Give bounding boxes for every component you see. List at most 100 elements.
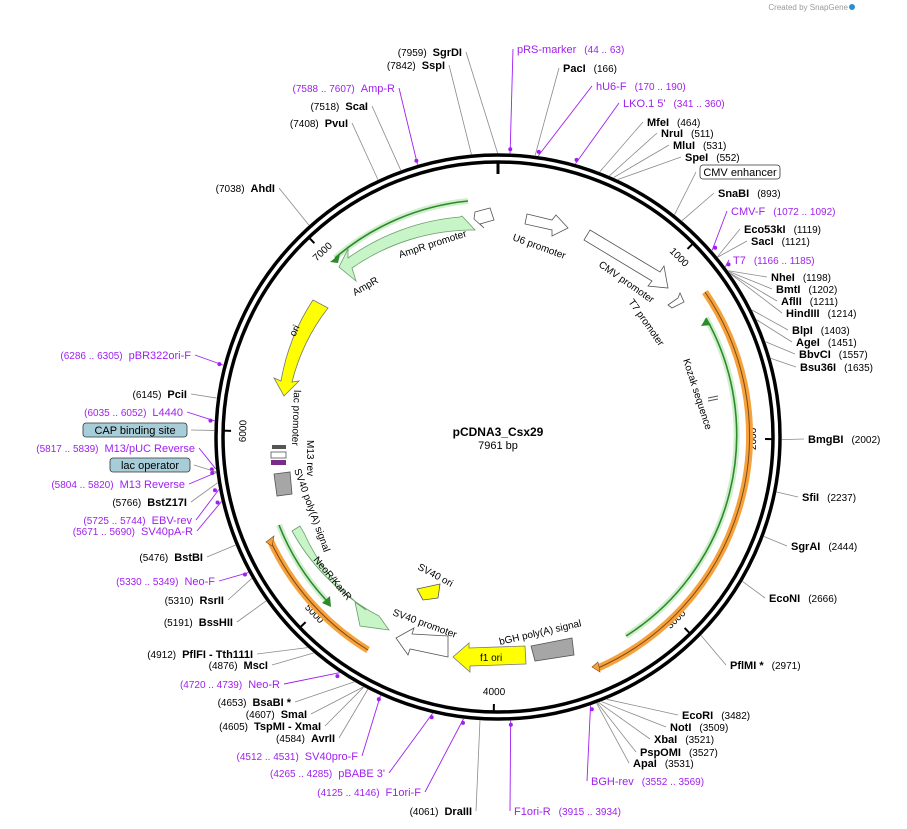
site-label-aflii[interactable]: AflII(1211) (781, 296, 838, 308)
site-label-blpi[interactable]: BlpI(1403) (792, 325, 850, 337)
leader-paci (534, 67, 560, 156)
site-label-f1ori-f[interactable]: F1ori-F(4125 .. 4146) (317, 787, 421, 799)
leader-sfii (776, 491, 799, 498)
site-name-sspi: SspI (422, 60, 445, 72)
site-label-bsabi[interactable]: BsaBI *(4653) (218, 697, 292, 709)
primer-mark-pbabe-3 (429, 715, 434, 720)
site-label-bsu36i[interactable]: Bsu36I(1635) (800, 362, 873, 374)
site-coord-pflmi: (2971) (772, 661, 801, 672)
ampr-arrow (338, 215, 476, 283)
primer-mark-neo-r (335, 674, 340, 679)
site-label-sv40pa-r[interactable]: SV40pA-R(5671 .. 5690) (73, 526, 193, 538)
site-label-scai[interactable]: ScaI(7518) (310, 101, 368, 113)
site-label-amp-r[interactable]: Amp-R(7588 .. 7607) (293, 83, 396, 95)
leader-pspomi (597, 702, 637, 753)
site-label-xbai[interactable]: XbaI(3521) (654, 734, 714, 746)
site-label-bstbi[interactable]: BstBI(5476) (139, 552, 203, 564)
site-label-sv40pro-f[interactable]: SV40pro-F(4512 .. 4531) (237, 751, 359, 763)
site-label-sgrai[interactable]: SgrAI(2444) (791, 541, 857, 553)
leader-bmgbi (781, 438, 805, 441)
site-label-pspomi[interactable]: PspOMI(3527) (640, 747, 718, 759)
site-label-t7[interactable]: T7(1166 .. 1185) (733, 255, 815, 267)
site-label-saci[interactable]: SacI(1121) (751, 236, 810, 248)
site-label-cap-binding-site[interactable]: CAP binding site (82, 422, 188, 438)
site-coord-bbvci: (1557) (839, 350, 868, 361)
site-label-neo-f[interactable]: Neo-F(5330 .. 5349) (116, 576, 215, 588)
site-label-pcii[interactable]: PciI(6145) (133, 389, 187, 401)
site-label-m13-puc-reverse[interactable]: M13/pUC Reverse(5817 .. 5839) (36, 443, 195, 455)
site-name-prs-marker: pRS-marker (517, 44, 577, 56)
primer-mark-sv40pa-r (215, 500, 220, 505)
tick-label-7000: 7000 (311, 240, 335, 264)
site-label-prs-marker[interactable]: pRS-marker(44 .. 63) (517, 44, 624, 56)
leader-msci (271, 652, 314, 666)
site-coord-xbai: (3521) (685, 735, 714, 746)
leader-saci (717, 240, 748, 258)
site-label-sgrdi[interactable]: SgrDI(7959) (398, 47, 462, 59)
site-label-f1ori-r[interactable]: F1ori-R(3915 .. 3934) (514, 806, 621, 818)
site-label-agei[interactable]: AgeI(1451) (796, 337, 857, 349)
site-label-pbabe-3[interactable]: pBABE 3'(4265 .. 4285) (270, 768, 385, 780)
leader-nhei (728, 270, 768, 278)
site-label-msci[interactable]: MscI(4876) (209, 660, 268, 672)
site-label-sfii[interactable]: SfiI(2237) (802, 492, 856, 504)
site-label-sspi[interactable]: SspI(7842) (387, 60, 445, 72)
site-label-pflmi[interactable]: PflMI *(2971) (730, 660, 801, 672)
site-label-pflfi-tth111i[interactable]: PflFI - Tth111I(4912) (147, 649, 253, 661)
site-label-eco53ki[interactable]: Eco53kI(1119) (744, 224, 821, 236)
site-label-tspmi-xmai[interactable]: TspMI - XmaI(4605) (219, 721, 321, 733)
top-green-line (334, 200, 469, 259)
site-name-pbr322ori-f: pBR322ori-F (129, 350, 192, 362)
site-label-bgh-rev[interactable]: BGH-rev(3552 .. 3569) (591, 776, 704, 788)
neor-kanr-arrow (291, 525, 390, 631)
bgh-polya-box (530, 637, 575, 662)
sv40-promoter-arrow (395, 627, 449, 658)
site-label-ecori[interactable]: EcoRI(3482) (682, 710, 750, 722)
site-label-nhei[interactable]: NheI(1198) (771, 272, 831, 284)
primer-mark-m13-reverse (210, 470, 215, 475)
primer-mark-f1ori-f (460, 720, 465, 725)
site-label-bbvci[interactable]: BbvCI(1557) (799, 349, 868, 361)
site-label-ebv-rev[interactable]: EBV-rev(5725 .. 5744) (83, 515, 192, 527)
site-label-draiii[interactable]: DraIII(4061) (410, 806, 472, 818)
site-label-lac-operator[interactable]: lac operator (109, 457, 191, 473)
site-label-smai[interactable]: SmaI(4607) (246, 709, 307, 721)
site-label-spei[interactable]: SpeI(552) (685, 152, 740, 164)
leader-pbabe-3 (388, 713, 433, 774)
site-label-bstz17i[interactable]: BstZ17I(5766) (112, 497, 187, 509)
site-label-cmv-enhancer[interactable]: CMV enhancer (699, 164, 781, 180)
site-name-rsrii: RsrII (200, 595, 224, 607)
site-label-ahdi[interactable]: AhdI(7038) (216, 183, 275, 195)
site-label-snabi[interactable]: SnaBI(893) (718, 188, 781, 200)
site-label-bsshii[interactable]: BssHII(5191) (164, 617, 233, 629)
site-leaders (186, 48, 805, 812)
primer-mark-l4440 (208, 418, 213, 423)
site-coord-ecori: (3482) (721, 711, 750, 722)
site-label-l4440[interactable]: L4440(6035 .. 6052) (84, 407, 183, 419)
site-label-noti[interactable]: NotI(3509) (670, 722, 728, 734)
site-label-neo-r[interactable]: Neo-R(4720 .. 4739) (180, 679, 280, 691)
site-label-rsrii[interactable]: RsrII(5310) (165, 595, 224, 607)
site-label-hu6-f[interactable]: hU6-F(170 .. 190) (596, 81, 686, 93)
tick-label-6000: 6000 (238, 419, 250, 442)
site-label-econi[interactable]: EcoNI(2666) (769, 593, 837, 605)
site-label-pbr322ori-f[interactable]: pBR322ori-F(6286 .. 6305) (60, 350, 191, 362)
site-label-lko-1-5[interactable]: LKO.1 5'(341 .. 360) (623, 98, 725, 110)
primer-mark-amp-r (414, 158, 419, 163)
site-label-nrui[interactable]: NruI(511) (661, 128, 714, 140)
site-label-bmgbi[interactable]: BmgBI(2002) (808, 434, 880, 446)
site-label-paci[interactable]: PacI(166) (563, 63, 617, 75)
site-label-bmti[interactable]: BmtI(1202) (776, 284, 837, 296)
site-label-mlui[interactable]: MluI(531) (673, 140, 726, 152)
site-label-avrii[interactable]: AvrII(4584) (276, 733, 335, 745)
site-coord-l4440: (6035 .. 6052) (84, 408, 146, 419)
site-label-hindiii[interactable]: HindIII(1214) (786, 308, 857, 320)
site-name-t7: T7 (733, 255, 746, 267)
site-label-pvui[interactable]: PvuI(7408) (290, 118, 348, 130)
site-label-apai[interactable]: ApaI(3531) (633, 758, 694, 770)
box-text-lac-operator: lac operator (121, 460, 179, 472)
site-label-mfei[interactable]: MfeI(464) (647, 117, 700, 129)
sv40-ori-box (416, 583, 441, 601)
site-label-m13-reverse[interactable]: M13 Reverse(5804 .. 5820) (51, 479, 185, 491)
site-label-cmv-f[interactable]: CMV-F(1072 .. 1092) (731, 206, 836, 218)
